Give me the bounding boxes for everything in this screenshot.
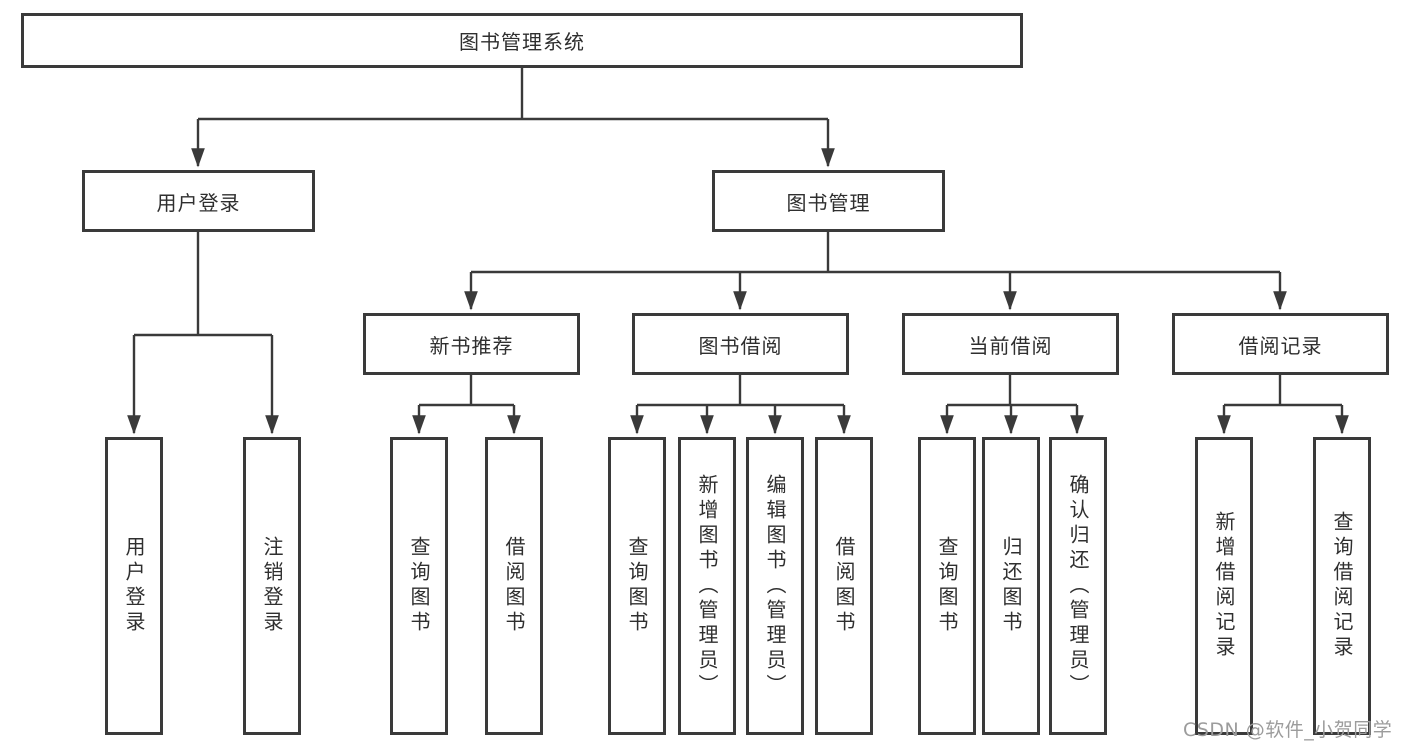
leaf-edit-books-admin: 编辑图书（管理员） [746,437,804,735]
leaf-recommend-borrow-books-label: 借阅图书 [502,536,526,636]
node-book-borrowing-label: 图书借阅 [698,333,783,358]
leaf-recommend-query-books-label: 查询图书 [407,536,431,636]
leaf-confirm-return-admin: 确认归还（管理员） [1049,437,1107,735]
node-book-management-label: 图书管理 [786,190,871,215]
node-borrowing-records-label: 借阅记录 [1238,333,1323,358]
leaf-borrowing-query-books: 查询图书 [608,437,666,735]
node-current-borrowing: 当前借阅 [902,313,1119,375]
leaf-query-borrow-record: 查询借阅记录 [1313,437,1371,735]
leaf-recommend-borrow-books: 借阅图书 [485,437,543,735]
leaf-logout-label: 注销登录 [260,536,284,636]
node-book-borrowing: 图书借阅 [632,313,849,375]
node-user-login: 用户登录 [82,170,315,232]
node-new-book-recommend: 新书推荐 [363,313,580,375]
leaf-recommend-query-books: 查询图书 [390,437,448,735]
node-book-management: 图书管理 [712,170,945,232]
node-borrowing-records: 借阅记录 [1172,313,1389,375]
leaf-edit-books-admin-label: 编辑图书（管理员） [763,473,787,699]
leaf-user-login: 用户登录 [105,437,163,735]
leaf-current-query-books: 查询图书 [918,437,976,735]
leaf-logout: 注销登录 [243,437,301,735]
leaf-return-books-label: 归还图书 [999,536,1023,636]
leaf-current-query-books-label: 查询图书 [935,536,959,636]
node-new-book-recommend-label: 新书推荐 [429,333,514,358]
leaf-borrow-books-label: 借阅图书 [832,536,856,636]
node-user-login-label: 用户登录 [156,190,241,215]
leaf-confirm-return-admin-label: 确认归还（管理员） [1066,473,1090,699]
leaf-borrowing-query-books-label: 查询图书 [625,536,649,636]
node-library-system-label: 图书管理系统 [459,30,585,54]
leaf-add-borrow-record-label: 新增借阅记录 [1212,511,1236,661]
leaf-return-books: 归还图书 [982,437,1040,735]
node-library-system: 图书管理系统 [21,13,1023,68]
leaf-add-books-admin-label: 新增图书（管理员） [695,473,719,699]
leaf-add-books-admin: 新增图书（管理员） [678,437,736,735]
leaf-query-borrow-record-label: 查询借阅记录 [1330,511,1354,661]
csdn-watermark: CSDN @软件_小贺同学 [1183,719,1393,741]
node-current-borrowing-label: 当前借阅 [968,333,1053,358]
leaf-borrow-books: 借阅图书 [815,437,873,735]
leaf-user-login-label: 用户登录 [122,536,146,636]
leaf-add-borrow-record: 新增借阅记录 [1195,437,1253,735]
